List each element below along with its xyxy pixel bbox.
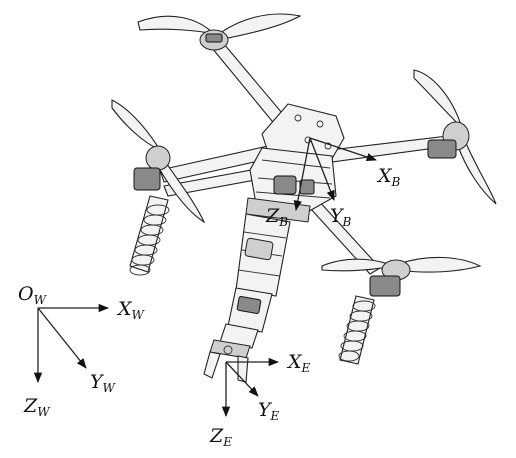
- world-z-label: ZW: [23, 395, 51, 419]
- rotor-top: [137, 13, 302, 51]
- body-y-label: YB: [330, 205, 352, 229]
- rotor-right: [413, 69, 497, 205]
- end-effector-axes: [221, 357, 280, 418]
- world-y-label: YW: [90, 371, 117, 395]
- ee-y-axis: [225, 361, 259, 397]
- body-z-axis: [293, 137, 311, 212]
- ee-z-label: ZE: [209, 425, 232, 449]
- landing-leg-left: [129, 195, 170, 276]
- world-origin-label: OW: [18, 283, 48, 307]
- ee-y-label: YE: [258, 399, 280, 423]
- body-x-axis: [309, 137, 377, 161]
- world-frame-axes: [33, 303, 110, 384]
- body-x-label: XB: [376, 165, 401, 189]
- gripper: [203, 339, 251, 383]
- manipulator-arm: [219, 213, 291, 349]
- world-x-label: XW: [116, 298, 146, 322]
- rotor-bottom-right: [321, 256, 482, 297]
- body-y-axis: [309, 137, 335, 201]
- drone-body: [245, 103, 345, 223]
- body-z-label: ZB: [265, 205, 288, 229]
- quadrotor-arms: [159, 43, 451, 275]
- landing-leg-right: [338, 295, 376, 365]
- world-y-axis: [37, 307, 87, 369]
- rotor-left: [111, 99, 206, 224]
- ee-x-label: XE: [286, 351, 311, 375]
- body-frame-axes: [293, 137, 377, 212]
